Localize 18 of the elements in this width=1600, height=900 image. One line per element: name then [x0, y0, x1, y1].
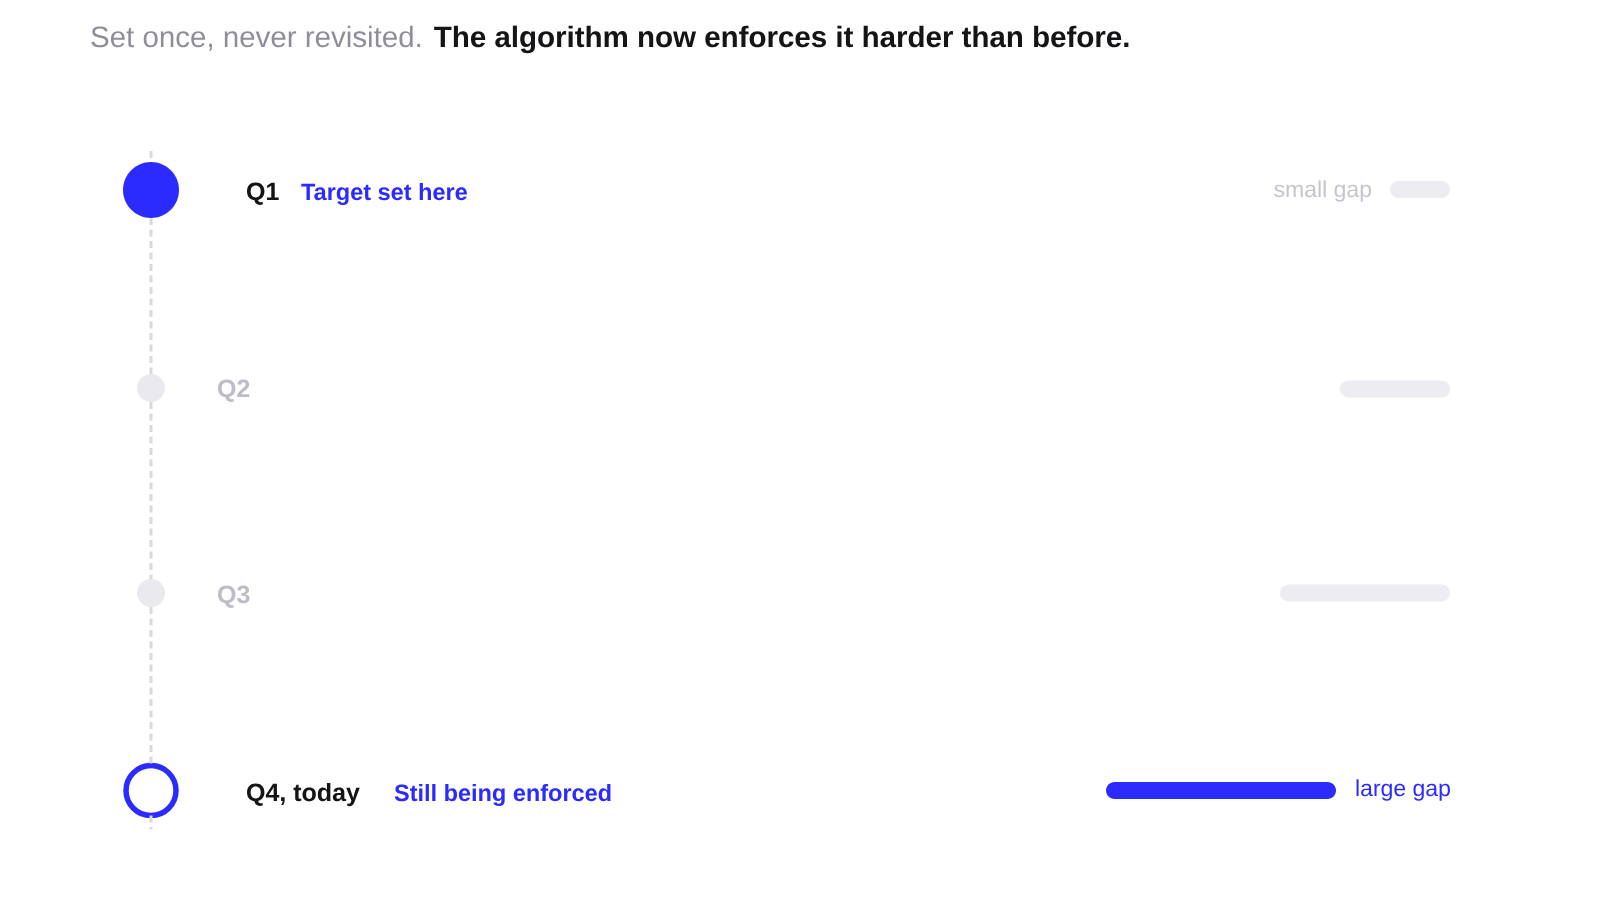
quarter-label: Q2	[218, 379, 250, 402]
dashed-line	[149, 218, 153, 374]
gap-bar	[1106, 782, 1336, 799]
gap-label: large gap	[1356, 779, 1450, 801]
gap-label: small gap	[1274, 180, 1371, 202]
timeline-dot	[137, 579, 165, 607]
quarter-label: Q4, today	[247, 782, 360, 807]
status-note: Target set here	[301, 183, 467, 205]
timeline-ring	[123, 762, 179, 819]
dashed-line	[149, 815, 153, 830]
quarter-label: Q3	[218, 585, 250, 608]
dashed-line	[149, 402, 153, 579]
timeline-dot	[123, 162, 179, 218]
quarter-label: Q1	[247, 182, 279, 205]
timeline-dot	[137, 374, 165, 402]
title: Set once, never revisited. The algorithm now enforces it harder than before.	[91, 25, 1129, 54]
status-note: Still being enforced	[394, 784, 611, 806]
dashed-line	[149, 607, 153, 766]
